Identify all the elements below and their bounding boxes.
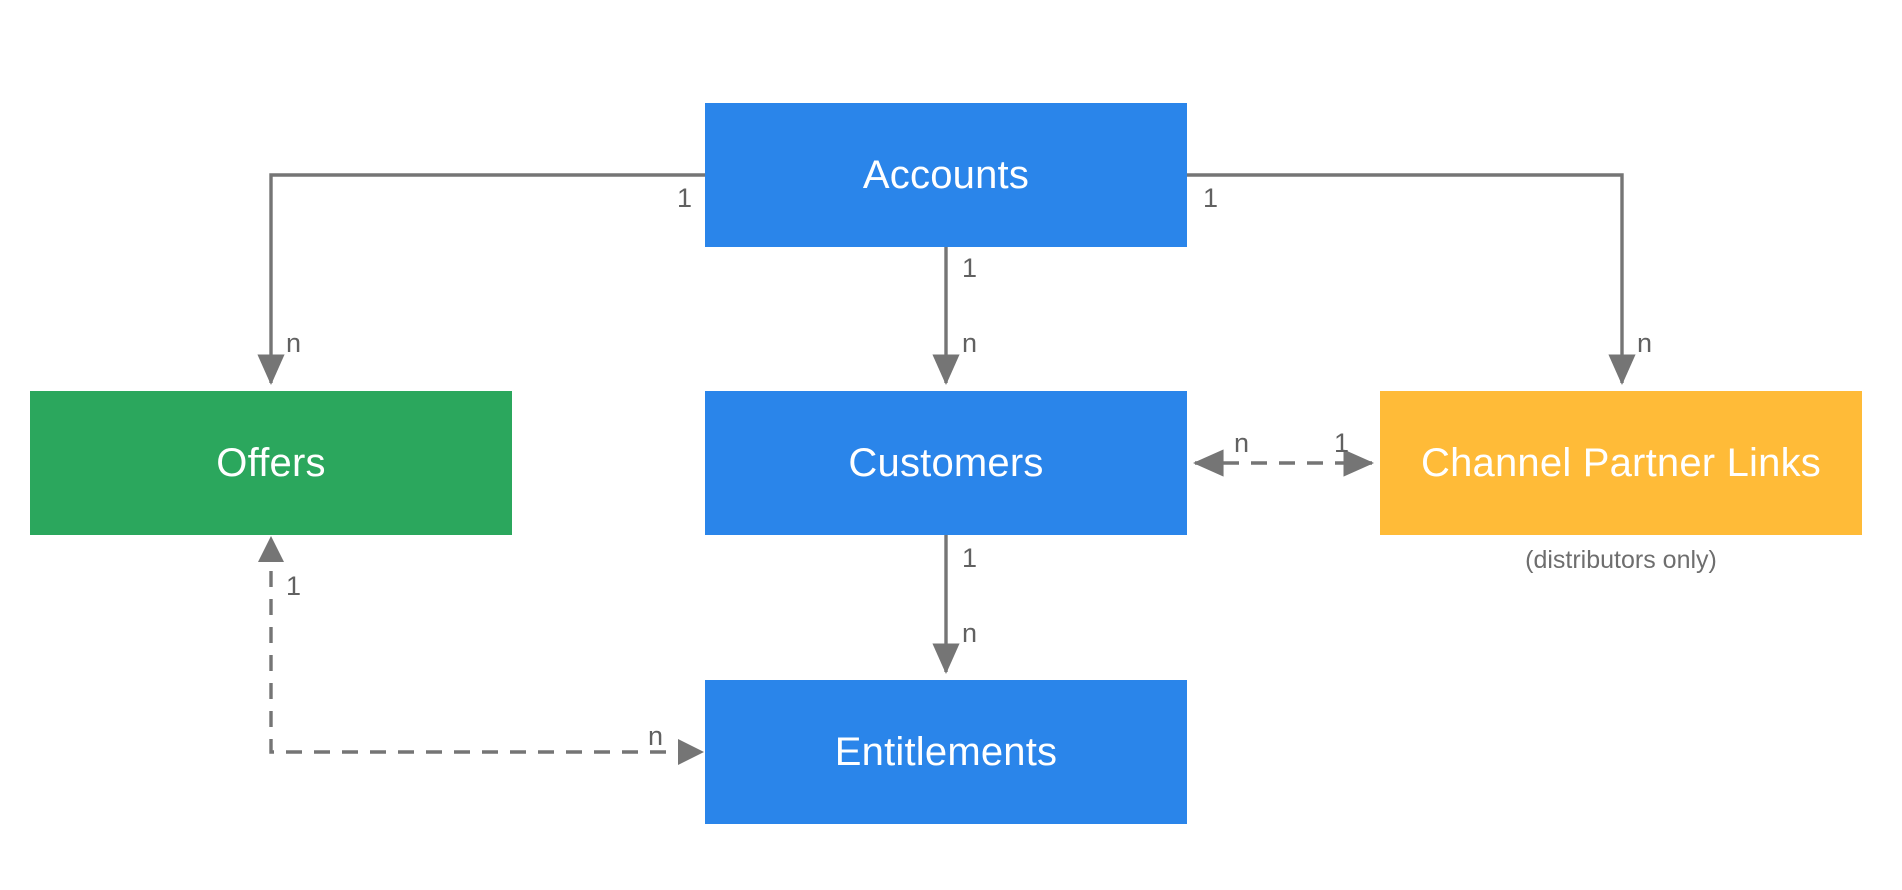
node-channel-partner-links-label: Channel Partner Links (1421, 441, 1821, 485)
edge-label-customers-channel-partner-links-target: 1 (1334, 428, 1350, 458)
edge-accounts-channel-partner-links (1187, 173, 1636, 386)
edge-label-customers-entitlements-source: 1 (962, 543, 978, 573)
node-customers[interactable]: Customers (705, 391, 1187, 535)
edge-label-offers-entitlements-source: 1 (286, 571, 302, 601)
node-channel-partner-links[interactable]: Channel Partner Links (1380, 391, 1862, 535)
edge-label-accounts-offers-source: 1 (677, 183, 693, 213)
node-offers-label: Offers (216, 441, 326, 485)
edge-label-accounts-channel-partner-links-target: n (1637, 328, 1653, 358)
node-entitlements[interactable]: Entitlements (705, 680, 1187, 824)
node-entitlements-label: Entitlements (834, 730, 1058, 774)
edge-label-accounts-customers-target: n (962, 328, 978, 358)
node-customers-label: Customers (848, 441, 1044, 485)
edge-label-accounts-channel-partner-links-source: 1 (1203, 183, 1219, 213)
edge-label-offers-entitlements-target: n (648, 721, 664, 751)
edge-label-accounts-offers-target: n (286, 328, 302, 358)
node-accounts[interactable]: Accounts (705, 103, 1187, 247)
edge-accounts-offers (257, 173, 705, 386)
edge-offers-entitlements (258, 536, 704, 765)
edge-label-customers-channel-partner-links-source: n (1234, 428, 1250, 458)
channel-partner-links-caption: (distributors only) (1525, 546, 1717, 574)
node-accounts-label: Accounts (862, 153, 1030, 197)
edge-label-customers-entitlements-target: n (962, 618, 978, 648)
edge-label-accounts-customers-source: 1 (962, 253, 978, 283)
node-offers[interactable]: Offers (30, 391, 512, 535)
